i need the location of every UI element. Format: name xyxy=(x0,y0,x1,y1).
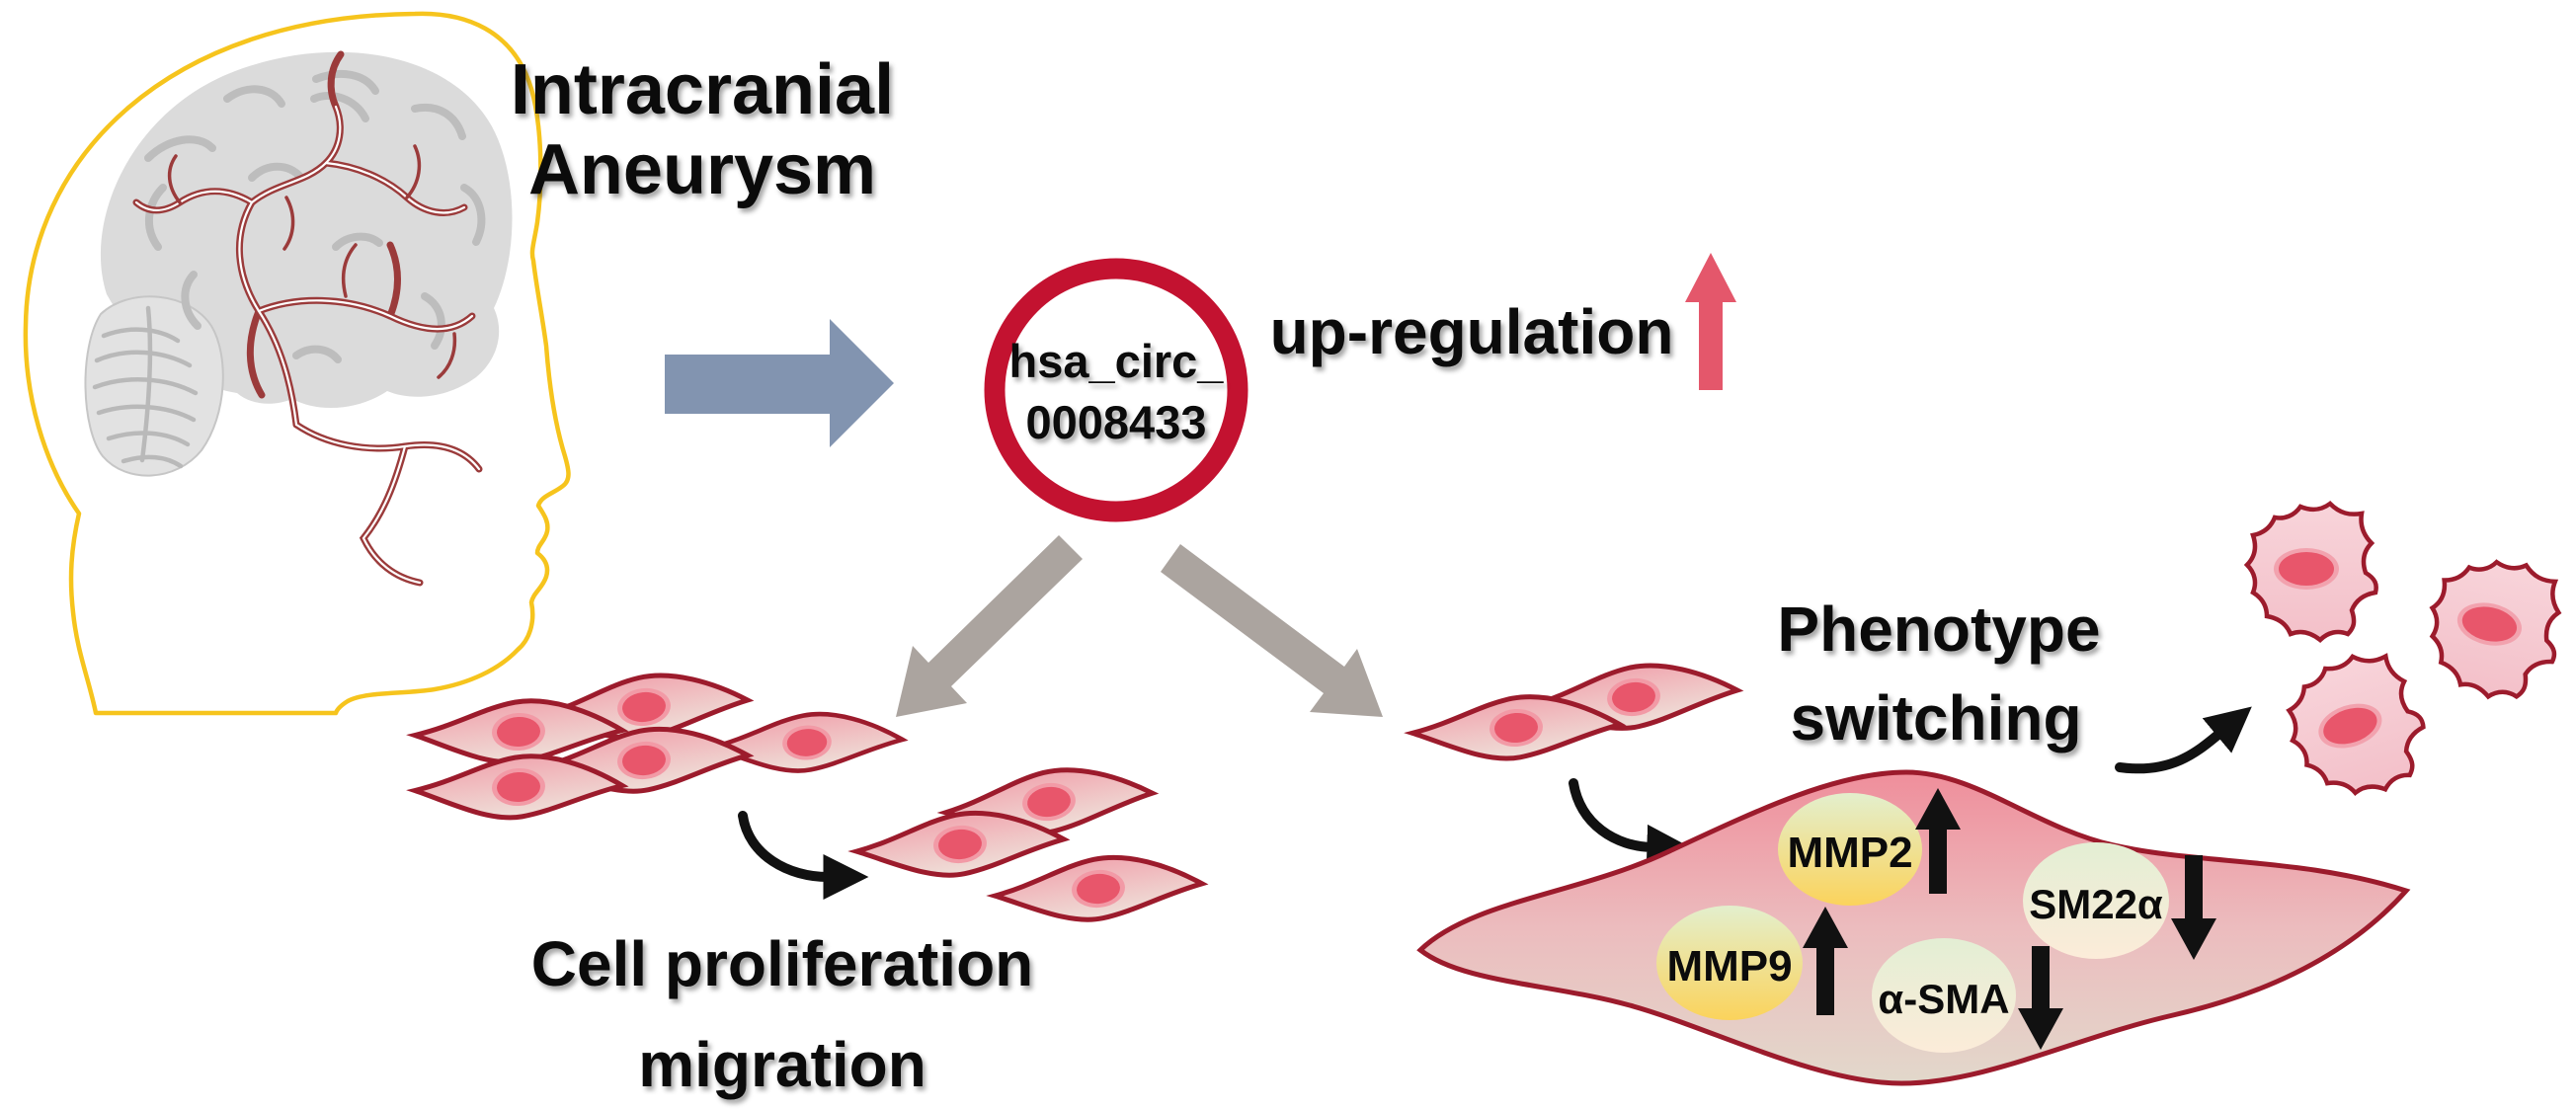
mmp2-up-arrow-icon xyxy=(1915,788,1961,894)
marker-sm22a: SM22α xyxy=(2023,842,2216,960)
circRNA-ring-icon xyxy=(984,258,1248,522)
branch-arrow-right-icon xyxy=(1161,544,1383,717)
sm22a-ellipse-icon xyxy=(2023,842,2169,959)
asma-down-arrow-icon xyxy=(2018,946,2063,1050)
flow-arrow-icon xyxy=(665,319,894,447)
proliferation-curved-arrow-icon xyxy=(738,811,869,900)
phenotype-out-curved-arrow-icon xyxy=(2115,706,2252,774)
circRNA-label-line1: hsa_circ_ xyxy=(1009,335,1225,387)
brain-gyri-icon xyxy=(144,69,486,363)
switching-curved-arrow-icon xyxy=(1569,778,1693,870)
branch-arrow-left-icon xyxy=(896,535,1083,717)
right-branch-caption-line2: switching xyxy=(1790,682,2081,753)
marker-mmp2: MMP2 xyxy=(1778,788,1961,906)
asma-label: α-SMA xyxy=(1878,976,2009,1022)
sm22a-down-arrow-icon xyxy=(2171,855,2216,960)
asma-ellipse-icon xyxy=(1872,938,2016,1053)
sm22a-label: SM22α xyxy=(2029,881,2163,927)
right-branch-cell-pair xyxy=(1410,657,1739,765)
left-branch-caption-line1: Cell proliferation xyxy=(531,928,1034,999)
marker-mmp9: MMP9 xyxy=(1656,906,1848,1020)
synthetic-cell-body-icon xyxy=(1416,769,2411,1086)
circRNA-label-line2: 0008433 xyxy=(1026,396,1207,448)
head-outline-icon xyxy=(23,11,571,716)
mmp2-label: MMP2 xyxy=(1787,829,1912,877)
upregulation-label: up-regulation xyxy=(1270,296,1674,367)
right-branch-caption-line1: Phenotype xyxy=(1777,594,2100,665)
smc-cell-icon xyxy=(993,849,1205,927)
cerebellum-icon xyxy=(84,295,224,477)
switched-cell-icon xyxy=(2417,548,2572,708)
head-illustration xyxy=(23,11,571,716)
page-title-line2: Aneurysm xyxy=(528,130,876,209)
mmp9-label: MMP9 xyxy=(1666,942,1792,991)
upregulation-up-arrow-icon xyxy=(1685,253,1736,390)
cerebellum-folds-icon xyxy=(92,305,199,469)
left-branch-caption-line2: migration xyxy=(638,1029,926,1100)
mmp9-ellipse-icon xyxy=(1656,906,1803,1020)
mmp2-ellipse-icon xyxy=(1778,793,1922,906)
mmp9-up-arrow-icon xyxy=(1803,907,1848,1015)
brain-vessels-icon xyxy=(132,50,483,587)
contractile-cell-cluster xyxy=(414,667,905,823)
switched-cell-icon xyxy=(2247,504,2376,640)
marker-asma: α-SMA xyxy=(1872,938,2063,1053)
switched-cell-group xyxy=(2247,504,2571,812)
page-title-line1: Intracranial xyxy=(511,50,894,129)
switched-cell-icon xyxy=(2274,642,2439,812)
smc-cell-icon xyxy=(710,708,905,777)
proliferated-cell-cluster xyxy=(854,759,1205,928)
synthetic-cell: MMP2 MMP9 α-SMA SM22α xyxy=(1416,769,2411,1086)
circRNA-badge: hsa_circ_ 0008433 xyxy=(984,258,1248,522)
